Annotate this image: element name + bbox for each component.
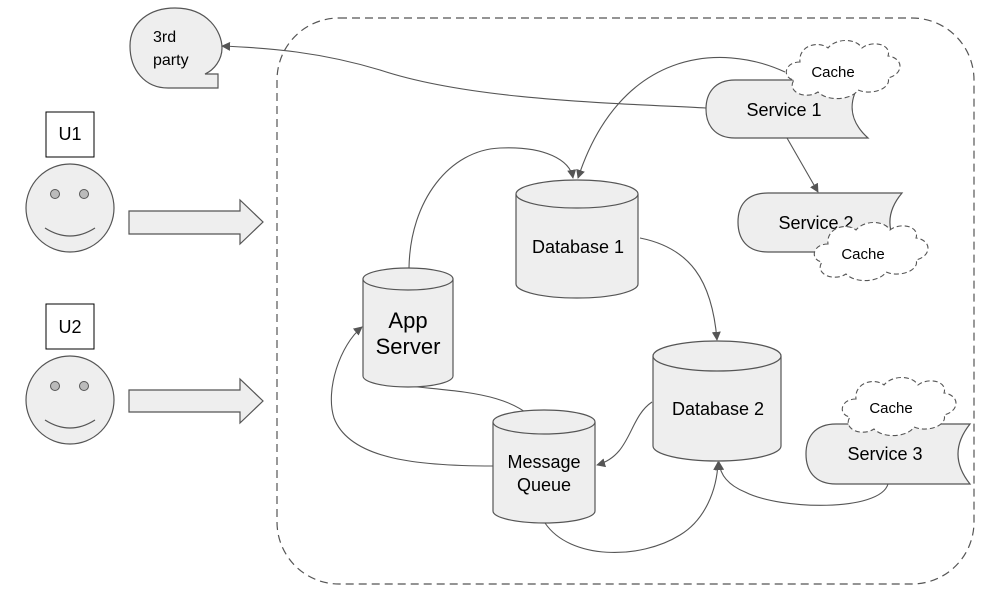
- service-1: Service 1 Cache: [705, 39, 901, 139]
- connector-service1-to-database1: [576, 57, 786, 179]
- service-2-cache-cloud-icon: [813, 221, 929, 282]
- connectors: [221, 41, 889, 554]
- service-1-cache-label: Cache: [811, 64, 854, 81]
- service-3-cache-label: Cache: [869, 400, 912, 417]
- service-2: Service 2 Cache: [737, 192, 929, 282]
- connector-queue-to-appserver: [330, 326, 494, 467]
- database-1-label: Database 1: [532, 237, 624, 257]
- service-3-label: Service 3: [847, 444, 922, 464]
- third-party: 3rd party: [129, 7, 223, 89]
- connector-service1-to-service2: [786, 137, 819, 193]
- third-party-callout-shape: [129, 7, 223, 89]
- service-3-cache: Cache: [841, 376, 957, 437]
- database-2-label: Database 2: [672, 399, 764, 419]
- app-server: App Server: [362, 267, 454, 388]
- connector-service1-to-third-party: [221, 41, 707, 109]
- user-u2-label: U2: [58, 317, 81, 337]
- service-3-cache-cloud-icon: [841, 376, 957, 437]
- service-1-label: Service 1: [746, 100, 821, 120]
- connector-database1-to-database2: [639, 237, 721, 341]
- user-u1-arrow: [128, 198, 264, 246]
- app-server-label-2: Server: [376, 334, 441, 359]
- user-u1-face-icon: [25, 163, 115, 253]
- service-2-cache: Cache: [813, 221, 929, 282]
- third-party-label-1: 3rd: [153, 29, 176, 46]
- user-u2-face-icon: [25, 355, 115, 445]
- third-party-label-2: party: [153, 52, 189, 69]
- connector-appserver-to-database1: [408, 147, 577, 269]
- service-1-cache-cloud-icon: [785, 39, 901, 100]
- user-u1-label-box: [45, 111, 95, 158]
- connector-queue-to-database2: [544, 461, 723, 554]
- connector-database2-to-queue: [596, 401, 653, 468]
- service-3: Service 3 Cache: [805, 376, 972, 485]
- user-u2: U2: [25, 303, 264, 445]
- service-2-label: Service 2: [778, 213, 853, 233]
- message-queue-label-1: Message: [507, 452, 580, 472]
- service-1-cache: Cache: [785, 39, 901, 100]
- user-u2-arrow: [128, 377, 264, 425]
- message-queue: Message Queue: [492, 409, 596, 524]
- message-queue-label-2: Queue: [517, 475, 571, 495]
- user-u1: U1: [25, 111, 264, 253]
- service-3-shape: [805, 423, 972, 485]
- database-1: Database 1: [515, 179, 639, 299]
- database-2: Database 2: [652, 340, 782, 462]
- system-boundary: [276, 17, 975, 585]
- connector-service3-to-database2: [715, 461, 889, 506]
- user-u2-label-box: [45, 303, 95, 350]
- app-server-label-1: App: [388, 308, 427, 333]
- service-2-cache-label: Cache: [841, 246, 884, 263]
- user-u1-label: U1: [58, 124, 81, 144]
